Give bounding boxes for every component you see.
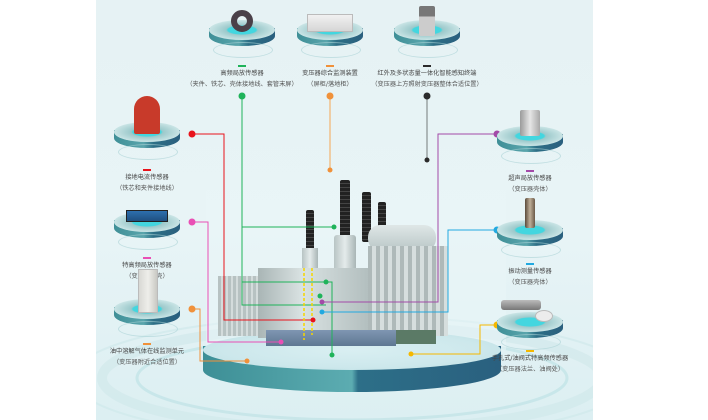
uhf-sensor-icon	[126, 210, 168, 222]
sensor-name: 接地电流传感器	[125, 174, 169, 181]
sensor-pedestal-valve-uhf	[497, 300, 563, 350]
dot-hf-pd-target	[331, 224, 337, 230]
sensor-label-vibration: 振动测量传感器 （变压器壳体）	[508, 266, 551, 288]
dga-cabinet-icon	[138, 269, 158, 313]
sensor-name: 特高频局放传感器	[122, 262, 172, 269]
sensor-name: 油中溶解气体在线监测单元	[109, 348, 185, 355]
sensor-label-dga: 油中溶解气体在线监测单元 （变压器附近合适位置）	[110, 346, 184, 368]
line-valve-uhf	[411, 324, 497, 355]
line-hf-pd	[241, 96, 326, 306]
main-tank	[258, 268, 368, 338]
dot-hf-pd-target	[329, 352, 335, 358]
sensor-tick-uhf	[143, 257, 151, 259]
transformer-base	[266, 330, 396, 346]
dot-hf-pd-target	[317, 293, 323, 299]
sensor-pedestal-hf-pd	[209, 10, 275, 58]
vibration-sensor-icon	[525, 198, 535, 228]
dot-valve-uhf-target	[408, 351, 414, 357]
dot-ultrasonic-target	[319, 299, 325, 305]
sensor-name: 变压器综合监测装置	[302, 70, 358, 77]
bushing	[378, 202, 386, 244]
sensor-location: （变压器附近合适位置）	[112, 359, 182, 366]
sensor-pedestal-ground-current	[114, 96, 180, 160]
sensor-tick-dga	[143, 343, 151, 345]
sensor-location: （夹件、铁芯、壳体接地线、套管末屏）	[186, 81, 298, 88]
sensor-label-integrated-monitor: 变压器综合监测装置 （屏柜/落地柜）	[302, 68, 358, 90]
sensor-location: （变压器壳体）	[508, 279, 552, 286]
sensor-tick-integrated-monitor	[326, 65, 334, 67]
sensor-pedestal-vibration	[497, 198, 563, 258]
sensor-tick-vibration	[526, 263, 534, 265]
dot-vibration-target	[319, 309, 325, 315]
dot-integrated-monitor-end	[327, 167, 333, 173]
dot-uhf	[188, 218, 196, 226]
sensor-location: （屏柜/落地柜）	[307, 81, 353, 88]
sensor-location: （变压器法兰、油阀处）	[495, 366, 565, 373]
power-transformer	[218, 180, 448, 346]
ir-camera-icon	[419, 6, 435, 36]
sensor-pedestal-ultrasonic	[497, 110, 563, 164]
dot-hf-pd	[238, 92, 246, 100]
sensor-location: （变压器上方照射变压器整体合适位置）	[371, 81, 483, 88]
sensor-pedestal-ir-terminal	[394, 6, 460, 58]
line-ultrasonic	[322, 133, 497, 303]
sensor-tick-valve-uhf	[526, 350, 534, 352]
dot-ir-terminal	[423, 92, 431, 100]
sensor-location: （变压器壳体）	[508, 186, 552, 193]
sensor-label-hf-pd: 高频局放传感器 （夹件、铁芯、壳体接地线、套管末屏）	[186, 68, 297, 90]
dot-ir-terminal-end	[424, 157, 430, 163]
line-vibration	[322, 229, 497, 313]
sensor-label-ir-terminal: 红外及多状态量一体化智能感知终端 （变压器上方照射变压器整体合适位置）	[371, 68, 482, 90]
sensor-label-valve-uhf: 手孔式/油阀式特高频传感器 （变压器法兰、油阀处）	[492, 353, 568, 375]
sensor-tick-ir-terminal	[423, 65, 431, 67]
sensor-label-ultrasonic: 超声局放传感器 （变压器壳体）	[508, 173, 551, 195]
sensor-location: （铁芯和夹件接地线）	[116, 185, 178, 192]
dot-ground-current	[188, 130, 196, 138]
bushing	[362, 192, 371, 242]
sensor-tick-ultrasonic	[526, 170, 534, 172]
sensor-pedestal-uhf	[114, 208, 180, 250]
dot-ground-current-target	[310, 317, 316, 323]
dot-hf-pd-target	[323, 279, 329, 285]
line-dga	[192, 308, 247, 362]
sensor-tick-hf-pd	[238, 65, 246, 67]
sensor-name: 红外及多状态量一体化智能感知终端	[377, 70, 477, 77]
sensor-name: 高频局放传感器	[220, 70, 264, 77]
diagram-panel: 高频局放传感器 （夹件、铁芯、壳体接地线、套管末屏） 变压器综合监测装置 （屏柜…	[96, 0, 593, 420]
bushing	[340, 180, 350, 240]
valve-uhf-sensor-icon	[501, 300, 541, 310]
sensor-name: 手孔式/油阀式特高频传感器	[491, 355, 569, 362]
line-hf-pd-branch2	[242, 281, 333, 355]
radiator-right	[368, 246, 448, 336]
ultrasonic-sensor-icon	[520, 110, 540, 136]
sensor-pedestal-integrated-monitor	[297, 14, 363, 58]
dot-integrated-monitor	[326, 92, 334, 100]
radiator-left	[218, 276, 258, 336]
bushing	[306, 210, 314, 252]
connection-lines	[192, 96, 497, 362]
dot-dga	[188, 305, 196, 313]
line-uhf	[192, 221, 281, 343]
dot-uhf-target	[278, 339, 284, 345]
sensor-tick-ground-current	[143, 169, 151, 171]
sensor-label-ground-current: 接地电流传感器 （铁芯和夹件接地线）	[116, 172, 178, 194]
sensor-name: 振动测量传感器	[508, 268, 552, 275]
dot-dga-target	[244, 358, 250, 364]
ground-current-sensor-icon	[134, 96, 160, 134]
sensor-name: 超声局放传感器	[508, 175, 552, 182]
sensor-pedestal-dga	[114, 269, 180, 337]
monitor-cabinet-icon	[307, 14, 353, 32]
line-ground-current	[192, 133, 313, 321]
hf-ct-sensor-icon	[231, 10, 253, 32]
